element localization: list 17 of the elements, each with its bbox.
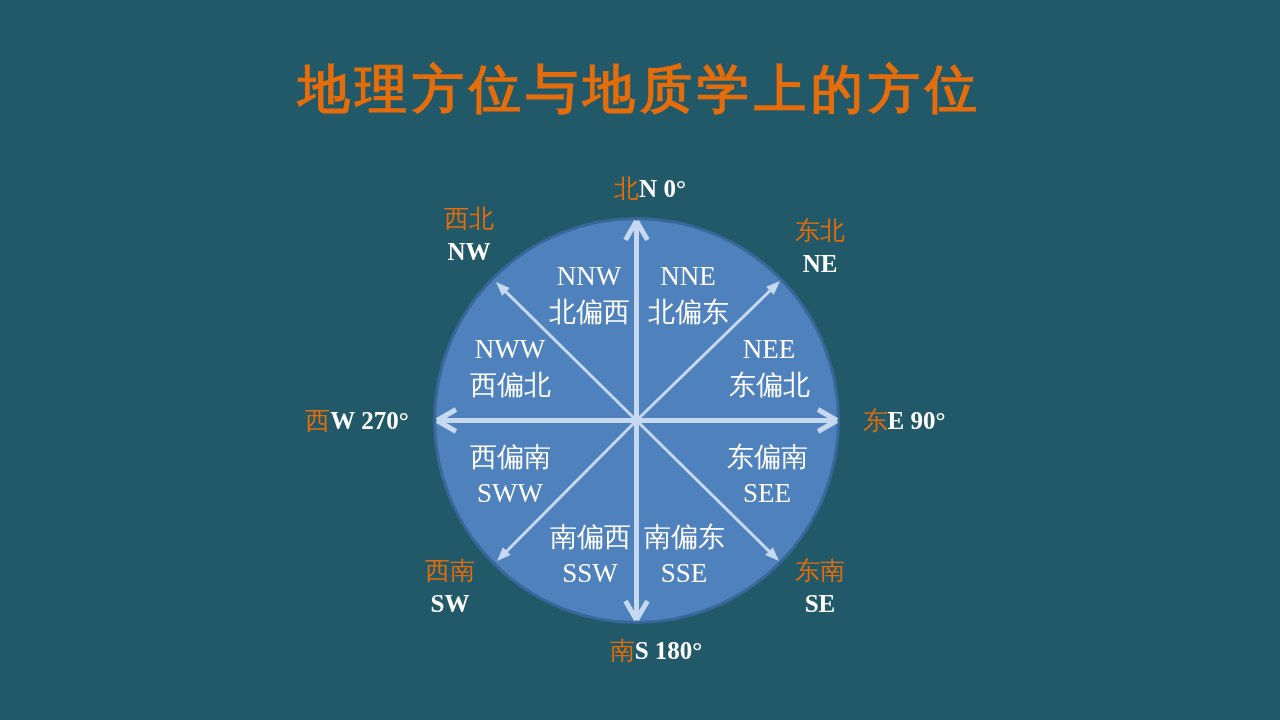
sector-label: NWW 西偏北 [469, 333, 551, 402]
direction-label: 西北 NW [444, 204, 494, 267]
direction-label: 东南 SE [795, 556, 845, 619]
sector-label: NNW 北偏西 [548, 260, 630, 329]
direction-label: 南S 180° [609, 635, 703, 666]
title: 地理方位与地质学上的方位 [298, 60, 982, 120]
sector-label: 南偏西 SSW [549, 521, 631, 590]
direction-label: 东E 90° [862, 405, 946, 436]
direction-label: 东北 NE [795, 216, 845, 279]
direction-label: 西南 SW [425, 556, 475, 619]
direction-label: 北N 0° [614, 173, 686, 204]
sector-label: NNE 北偏东 [647, 260, 729, 329]
direction-label: 西W 270° [305, 405, 409, 436]
sector-label: 东偏南 SEE [726, 441, 808, 510]
sector-label: 西偏南 SWW [469, 441, 551, 510]
sector-label: 南偏东 SSE [643, 521, 725, 590]
sector-label: NEE 东偏北 [728, 333, 810, 402]
